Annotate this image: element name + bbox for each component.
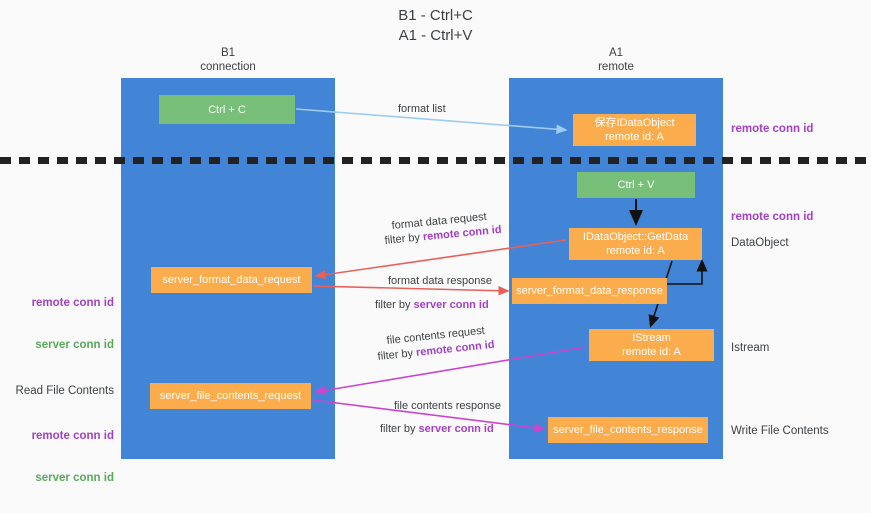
page-title: B1 - Ctrl+C A1 - Ctrl+V [398,7,473,44]
note-remote-conn-id-top: remote conn id [731,123,814,135]
filter-prefix: filter by [377,346,417,363]
note-remote-conn-id-a: remote conn id [31,297,114,309]
note-remote-conn-id-mid: remote conn id [731,211,814,223]
node-server-file-contents-request[interactable]: server_file_contents_request [150,383,311,409]
note-server-conn-id-a: server conn id [35,339,114,351]
filter-prefix: filter by [384,231,424,247]
filter-prefix: filter by [375,299,414,311]
edge-label-format-list: format list [398,103,446,115]
note-write-file-contents: Write File Contents [731,425,829,437]
node-ctrl-v[interactable]: Ctrl + V [577,172,695,198]
diagram-canvas: B1 - Ctrl+C A1 - Ctrl+V B1 connection A1… [0,7,871,484]
node-idataobject-getdata[interactable]: IDataObject::GetData remote id: A [569,228,702,260]
note-remote-conn-id-b: remote conn id [31,430,114,442]
edge-label-format-data-response: format data response [388,275,492,287]
edge-label-file-contents-response: file contents response [394,400,502,412]
node-server-file-contents-response[interactable]: server_file_contents_response [548,417,708,443]
lane-header-a1: A1 remote [598,47,634,73]
filter-prefix: filter by [380,423,419,435]
note-istream: Istream [731,342,770,354]
edge-label-format-data-response-filter: filter by server conn id [375,298,489,312]
filter-key: server conn id [418,423,494,435]
node-server-format-data-response[interactable]: server_format_data_response [512,278,667,304]
note-server-conn-id-b: server conn id [35,472,114,484]
note-conn-ids-format: remote conn id server conn id [0,268,114,380]
node-server-format-data-request[interactable]: server_format_data_request [151,267,312,293]
lane-header-b1: B1 connection [200,47,256,73]
node-ctrl-c[interactable]: Ctrl + C [159,95,295,124]
node-istream[interactable]: IStream remote id: A [589,329,714,361]
note-dataobject: DataObject [731,237,789,249]
note-read-file-contents: Read File Contents [15,385,114,397]
node-idataobject-remote[interactable]: 保存IDataObject remote id: A [573,114,696,146]
phase-separator [0,157,871,164]
edge-label-file-contents-response-filter: filter by server conn id [380,422,494,436]
filter-key: server conn id [413,299,489,311]
note-conn-ids-file: remote conn id server conn id [0,401,114,513]
